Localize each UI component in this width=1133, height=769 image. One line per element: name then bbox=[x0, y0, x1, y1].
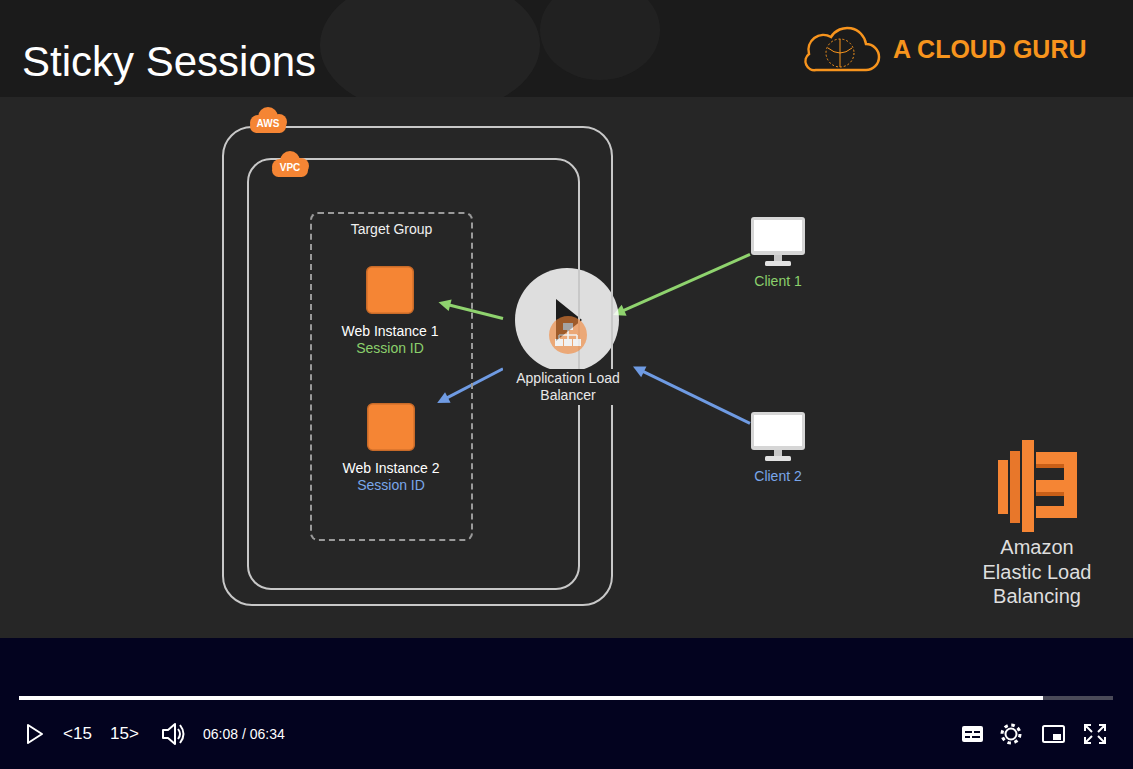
fullscreen-icon bbox=[1085, 725, 1105, 743]
node-label: Client 1 bbox=[754, 273, 801, 290]
skip-back-button: <15 bbox=[63, 724, 92, 744]
monitor-base bbox=[765, 261, 791, 266]
region-tag-text: AWS bbox=[245, 117, 291, 131]
brand-logo-text: A CLOUD GURU bbox=[893, 34, 1087, 64]
presenter-shadow bbox=[540, 0, 660, 80]
play-icon bbox=[28, 725, 42, 743]
client: Client 1 bbox=[750, 216, 806, 290]
aws-cloud-box: AWSVPCTarget GroupWeb Instance 1Session … bbox=[222, 126, 613, 606]
connector-line bbox=[643, 371, 750, 423]
alb-circle bbox=[549, 316, 587, 354]
captions-icon bbox=[962, 726, 983, 742]
elb-icon-shade bbox=[1036, 492, 1064, 496]
progress-track bbox=[19, 696, 1113, 700]
monitor-screen bbox=[754, 220, 802, 251]
connector bbox=[439, 299, 503, 318]
node-label: Web Instance 1 bbox=[341, 323, 438, 340]
client-computer-icon bbox=[750, 411, 806, 463]
region-tag: VPC bbox=[267, 150, 313, 178]
target-group-box: Target GroupWeb Instance 1Session IDWeb … bbox=[310, 212, 473, 541]
volume-waves bbox=[178, 725, 184, 743]
captions-line bbox=[965, 736, 970, 738]
service-name: Amazon Elastic Load Balancing bbox=[972, 535, 1102, 609]
alb-box bbox=[564, 339, 572, 346]
captions-line bbox=[965, 731, 972, 733]
client: Client 2 bbox=[750, 411, 806, 485]
monitor-screen bbox=[754, 415, 802, 446]
session-id: Session ID bbox=[357, 477, 425, 494]
pip-icon bbox=[1043, 726, 1064, 742]
arrowhead bbox=[633, 366, 646, 377]
alb-box bbox=[573, 339, 581, 346]
skip-back-button-holder: <15 bbox=[63, 724, 92, 744]
instance-square bbox=[368, 404, 415, 451]
client-computer-icon bbox=[750, 216, 806, 268]
arrowhead bbox=[439, 299, 452, 311]
connector bbox=[613, 254, 750, 315]
connector bbox=[437, 369, 503, 403]
web-instance: Web Instance 2Session ID bbox=[342, 403, 439, 494]
time-code-holder: 06:08 / 06:34 bbox=[203, 726, 285, 743]
region-tag: AWS bbox=[245, 106, 291, 134]
alb-tree bbox=[559, 330, 577, 339]
slide-ground bbox=[0, 97, 1133, 638]
load-balancer-icon bbox=[548, 315, 588, 355]
monitor-stand bbox=[774, 255, 782, 261]
captions-line bbox=[974, 731, 980, 733]
slide-title-holder: Sticky Sessions bbox=[22, 37, 316, 87]
monitor-frame bbox=[751, 217, 805, 255]
instance-icon bbox=[367, 403, 415, 451]
group-heading: Target Group bbox=[312, 220, 471, 238]
logo-globe bbox=[826, 39, 854, 67]
connector bbox=[633, 366, 750, 423]
elb-icon-bar bbox=[1022, 440, 1034, 532]
player-bar bbox=[0, 638, 1133, 769]
slide-title: Sticky Sessions bbox=[22, 37, 316, 87]
pip-inner bbox=[1053, 734, 1061, 740]
logo-globe-lines bbox=[828, 39, 852, 67]
node-label: Web Instance 2 bbox=[342, 460, 439, 477]
settings-teeth bbox=[1002, 725, 1020, 743]
node-label: Client 2 bbox=[754, 468, 801, 485]
alb-box bbox=[555, 339, 563, 346]
monitor-stand bbox=[774, 450, 782, 456]
arrowhead bbox=[437, 392, 450, 403]
elb-icon-shade bbox=[1036, 464, 1064, 468]
brand-logo-text-holder: A CLOUD GURU bbox=[893, 34, 1087, 64]
time-code: 06:08 / 06:34 bbox=[203, 726, 285, 743]
elb-icon-bar bbox=[1010, 451, 1020, 523]
skip-forward-button-holder: 15> bbox=[110, 724, 139, 744]
elb-icon-bracket bbox=[1036, 452, 1077, 518]
play-overlay-circle bbox=[515, 268, 619, 372]
elb-icon-bar bbox=[998, 460, 1008, 514]
region-tag-text: VPC bbox=[267, 161, 313, 175]
volume-icon bbox=[163, 724, 175, 744]
monitor-frame bbox=[751, 412, 805, 450]
logo-cloud bbox=[805, 28, 879, 70]
settings-icon bbox=[1006, 729, 1017, 740]
load-balancer: Application Load Balancer bbox=[503, 315, 633, 405]
progress-played bbox=[19, 696, 1043, 700]
captions-line bbox=[972, 736, 980, 738]
web-instance: Web Instance 1Session ID bbox=[341, 266, 438, 357]
service-name-holder: Amazon Elastic Load Balancing bbox=[972, 535, 1102, 609]
alb-box bbox=[563, 323, 573, 330]
connector-line bbox=[449, 305, 503, 319]
session-id: Session ID bbox=[356, 340, 424, 357]
monitor-base bbox=[765, 456, 791, 461]
instance-square bbox=[367, 267, 414, 314]
vpc-box: VPCTarget GroupWeb Instance 1Session IDW… bbox=[247, 158, 580, 590]
instance-icon bbox=[366, 266, 414, 314]
node-label: Application Load Balancer bbox=[503, 369, 633, 405]
skip-forward-button: 15> bbox=[110, 724, 139, 744]
connector-line bbox=[623, 254, 750, 310]
connector-line bbox=[447, 369, 503, 398]
